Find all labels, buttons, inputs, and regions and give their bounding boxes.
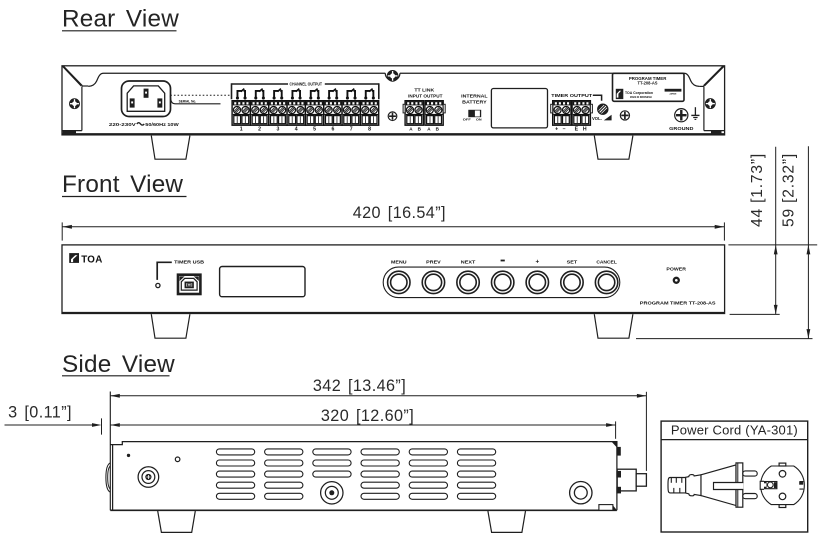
svg-text:8: 8 bbox=[368, 127, 371, 133]
svg-text:PREV: PREV bbox=[426, 259, 442, 264]
svg-text:NEXT: NEXT bbox=[461, 259, 476, 264]
svg-text:H: H bbox=[583, 126, 587, 132]
svg-text:1: 1 bbox=[240, 127, 243, 133]
svg-text:Rear View: Rear View bbox=[62, 6, 179, 33]
svg-text:BATTERY: BATTERY bbox=[462, 99, 487, 104]
svg-text:44 [1.73”]: 44 [1.73”] bbox=[749, 153, 766, 227]
svg-text:CHANNEL OUTPUT: CHANNEL OUTPUT bbox=[290, 82, 323, 87]
svg-text:3: 3 bbox=[276, 127, 279, 133]
svg-text:5: 5 bbox=[313, 127, 316, 133]
svg-text:Power Cord (YA-301): Power Cord (YA-301) bbox=[671, 423, 798, 438]
svg-text:6: 6 bbox=[331, 127, 334, 133]
svg-text:A: A bbox=[427, 126, 431, 131]
svg-text:ON: ON bbox=[476, 117, 483, 121]
svg-text:TOA: TOA bbox=[81, 255, 102, 266]
svg-text:3 [0.11”]: 3 [0.11”] bbox=[8, 404, 72, 422]
svg-text:TOA Corporation: TOA Corporation bbox=[625, 91, 653, 95]
svg-text:220-230V: 220-230V bbox=[109, 122, 136, 127]
svg-text:INTERNAL: INTERNAL bbox=[461, 94, 488, 99]
svg-text:MADE IN INDONESIA: MADE IN INDONESIA bbox=[630, 96, 652, 99]
svg-text:MENU: MENU bbox=[391, 259, 407, 264]
svg-text:B: B bbox=[436, 126, 440, 131]
svg-text:E: E bbox=[575, 126, 579, 132]
svg-text:Front View: Front View bbox=[62, 171, 183, 198]
svg-text:A: A bbox=[409, 126, 413, 131]
svg-text:–: – bbox=[563, 126, 566, 132]
svg-text:2: 2 bbox=[258, 127, 261, 133]
svg-text:TIMER USB: TIMER USB bbox=[174, 260, 204, 265]
svg-text:4: 4 bbox=[295, 127, 298, 133]
svg-text:59 [2.32”]: 59 [2.32”] bbox=[781, 153, 798, 227]
svg-text:INPUT OUTPUT: INPUT OUTPUT bbox=[408, 93, 443, 98]
svg-text:TT-208-AS: TT-208-AS bbox=[638, 80, 658, 85]
svg-text:CANCEL: CANCEL bbox=[596, 259, 617, 264]
svg-text:7: 7 bbox=[350, 127, 353, 133]
svg-text:320 [12.60”]: 320 [12.60”] bbox=[321, 407, 414, 425]
svg-text:PROGRAM TIMER: PROGRAM TIMER bbox=[629, 76, 667, 81]
svg-text:50/60Hz 10W: 50/60Hz 10W bbox=[145, 122, 180, 127]
svg-text:Side View: Side View bbox=[62, 351, 175, 378]
svg-text:342 [13.46”]: 342 [13.46”] bbox=[313, 377, 406, 395]
svg-text:JAPAN: JAPAN bbox=[669, 93, 677, 96]
svg-text:420 [16.54”]: 420 [16.54”] bbox=[353, 204, 446, 222]
svg-text:+: + bbox=[555, 126, 558, 132]
svg-text:+: + bbox=[536, 258, 540, 265]
svg-text:B: B bbox=[418, 126, 422, 131]
svg-text:TT LINK: TT LINK bbox=[414, 87, 435, 92]
svg-text:SERIAL No.: SERIAL No. bbox=[179, 99, 197, 103]
svg-text:SET: SET bbox=[567, 259, 578, 264]
svg-text:POWER: POWER bbox=[666, 266, 687, 271]
svg-text:TIMER OUTPUT: TIMER OUTPUT bbox=[551, 93, 592, 98]
svg-text:GROUND: GROUND bbox=[669, 126, 693, 131]
svg-text:VOL.: VOL. bbox=[592, 116, 602, 121]
svg-text:OFF: OFF bbox=[463, 117, 471, 121]
svg-text:PROGRAM TIMER TT-208-AS: PROGRAM TIMER TT-208-AS bbox=[640, 300, 716, 305]
